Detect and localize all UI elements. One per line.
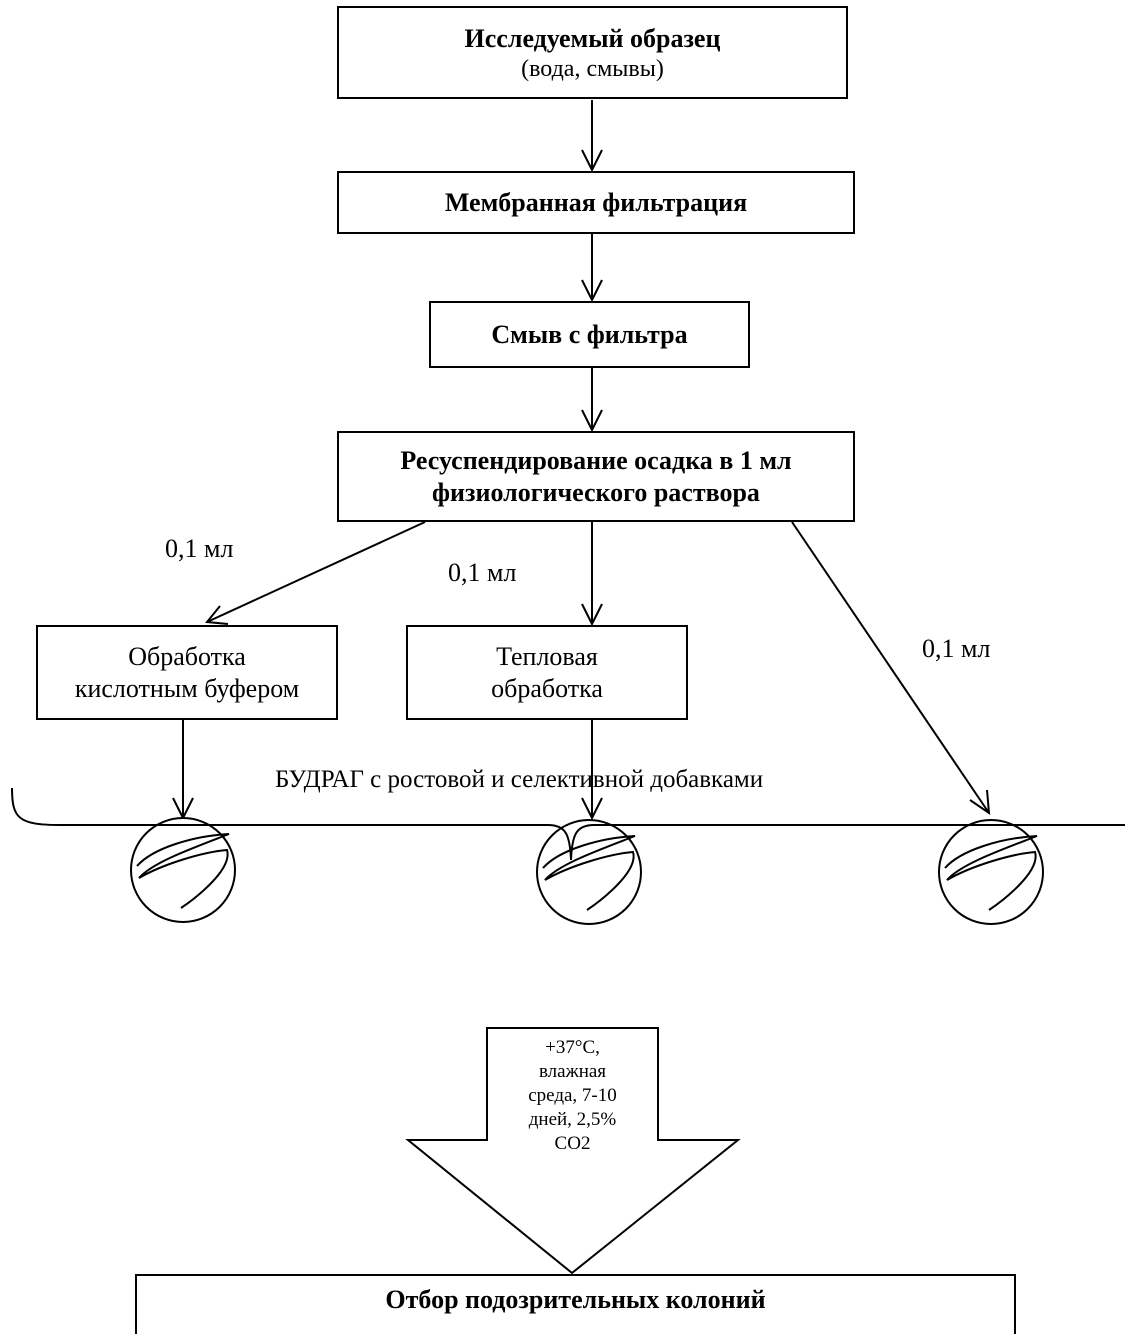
arrow-sample-to-filtration <box>581 100 603 173</box>
incubation-line-2: влажная <box>538 1061 607 1082</box>
node-acid-treatment-line2: кислотным буфером <box>74 673 300 703</box>
node-heat-treatment-line2: обработка <box>491 673 603 703</box>
node-membrane-filtration: Мембранная фильтрация <box>337 171 855 234</box>
node-sample: Исследуемый образец (вода, смывы) <box>337 6 848 99</box>
node-selection: Отбор подозрительных колоний <box>135 1274 1016 1334</box>
node-filter-wash-title: Смыв с фильтра <box>491 319 688 349</box>
incubation-line-5: CO2 <box>554 1133 591 1154</box>
edge-label-right: 0,1 мл <box>922 634 991 663</box>
node-resuspension: Ресуспендирование осадка в 1 мл физиолог… <box>337 431 855 522</box>
node-heat-treatment: Тепловая обработка <box>406 625 688 720</box>
edge-label-center: 0,1 мл <box>448 558 517 587</box>
node-sample-subtitle: (вода, смывы) <box>521 55 664 82</box>
node-acid-treatment: Обработка кислотным буфером <box>36 625 338 720</box>
arrow-wash-to-resuspension <box>581 368 603 433</box>
incubation-line-1: +37°C, <box>545 1037 600 1058</box>
petri-dish-icon <box>536 819 642 925</box>
arrow-acid-to-dish <box>172 720 194 821</box>
medium-label: БУДРАГ с ростовой и селективной добавкам… <box>275 766 764 793</box>
node-heat-treatment-line1: Тепловая <box>496 641 598 671</box>
node-sample-title: Исследуемый образец <box>464 23 721 53</box>
arrow-heat-to-dish <box>581 720 603 821</box>
node-resuspension-line2: физиологического раствора <box>432 477 760 507</box>
petri-dish-icon <box>130 817 236 923</box>
incubation-line-3: среда, 7-10 <box>528 1085 617 1106</box>
node-resuspension-line1: Ресуспендирование осадка в 1 мл <box>400 445 792 475</box>
incubation-conditions: +37°C, влажная среда, 7-10 дней, 2,5% CO… <box>487 1036 658 1156</box>
arrow-filtration-to-wash <box>581 234 603 303</box>
arrow-resuspension-to-acid <box>205 521 426 625</box>
node-acid-treatment-line1: Обработка <box>128 641 246 671</box>
arrow-resuspension-to-heat <box>581 522 603 627</box>
node-filter-wash: Смыв с фильтра <box>429 301 750 368</box>
incubation-arrow <box>405 1027 741 1275</box>
arrow-resuspension-to-dish-right <box>791 521 991 816</box>
edge-label-left: 0,1 мл <box>165 534 234 563</box>
node-selection-title: Отбор подозрительных колоний <box>385 1285 766 1314</box>
petri-dish-icon <box>938 819 1044 925</box>
incubation-line-4: дней, 2,5% <box>528 1109 617 1130</box>
grouping-brace <box>11 787 1125 861</box>
node-membrane-filtration-title: Мембранная фильтрация <box>444 187 748 217</box>
